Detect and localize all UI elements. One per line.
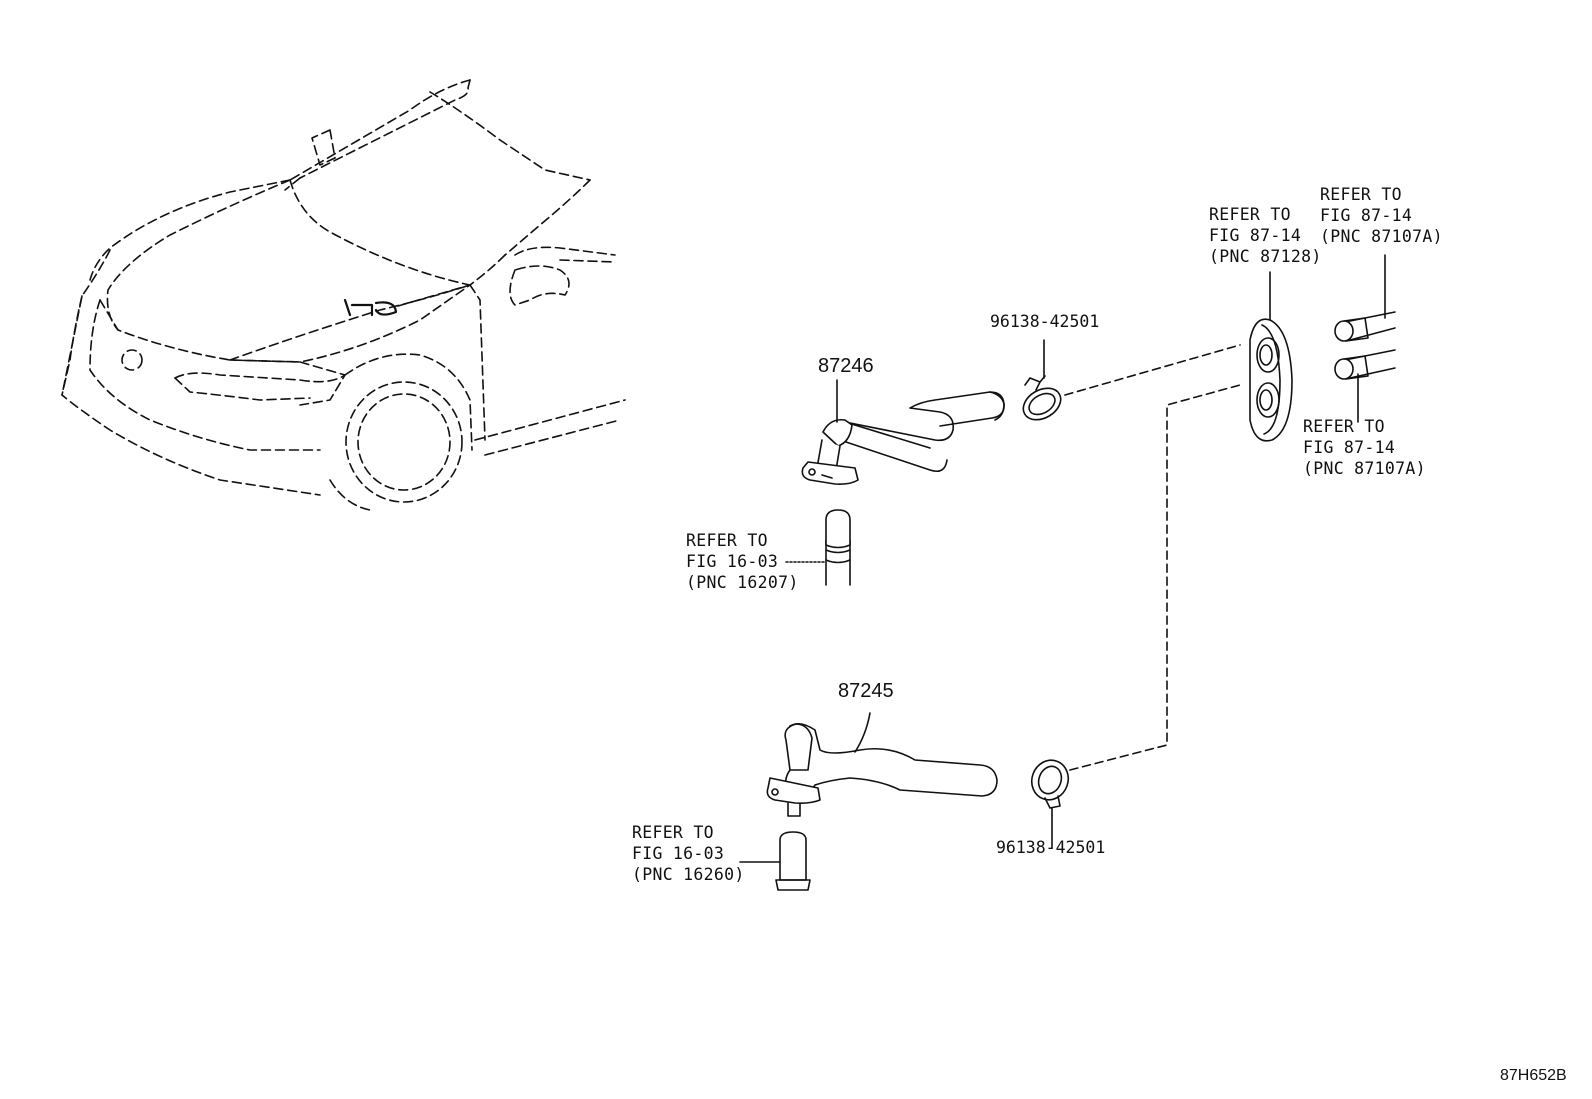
clip-lower xyxy=(1030,759,1070,816)
grommet xyxy=(1249,318,1293,442)
pipe-lower-87107a xyxy=(1334,349,1396,380)
engine-pipe-upper xyxy=(825,509,851,586)
part-number-87246: 87246 xyxy=(818,355,874,377)
part-number-clip-lower: 96138-42501 xyxy=(996,838,1106,857)
leader-clip-upper-dashed xyxy=(1064,344,1241,396)
ref-pipe-lower: REFER TO FIG 87-14 (PNC 87107A) xyxy=(1303,417,1426,478)
ref-engine-pipe-lower: REFER TO FIG 16-03 (PNC 16260) xyxy=(632,823,745,884)
ref-grommet: REFER TO FIG 87-14 (PNC 87128) xyxy=(1209,205,1322,266)
car-outline xyxy=(61,79,626,511)
ref-pipe-upper: REFER TO FIG 87-14 (PNC 87107A) xyxy=(1320,185,1443,246)
hose-87246 xyxy=(801,391,1005,485)
part-number-87245: 87245 xyxy=(838,680,894,702)
hood-emblem-icon xyxy=(343,298,398,317)
part-number-clip-upper: 96138-42501 xyxy=(990,312,1100,331)
pipe-upper-87107a xyxy=(1334,311,1396,342)
hood-emblem-leader xyxy=(397,284,471,307)
clip-upper xyxy=(1022,375,1062,421)
leader-87245 xyxy=(854,712,871,753)
leader-clip-lower-dashed xyxy=(1069,384,1241,771)
engine-pipe-lower xyxy=(775,831,811,891)
hose-87245 xyxy=(766,722,998,817)
diagram-code: 87H652B xyxy=(1500,1067,1567,1084)
ref-engine-pipe-upper: REFER TO FIG 16-03 (PNC 16207) xyxy=(686,531,799,592)
